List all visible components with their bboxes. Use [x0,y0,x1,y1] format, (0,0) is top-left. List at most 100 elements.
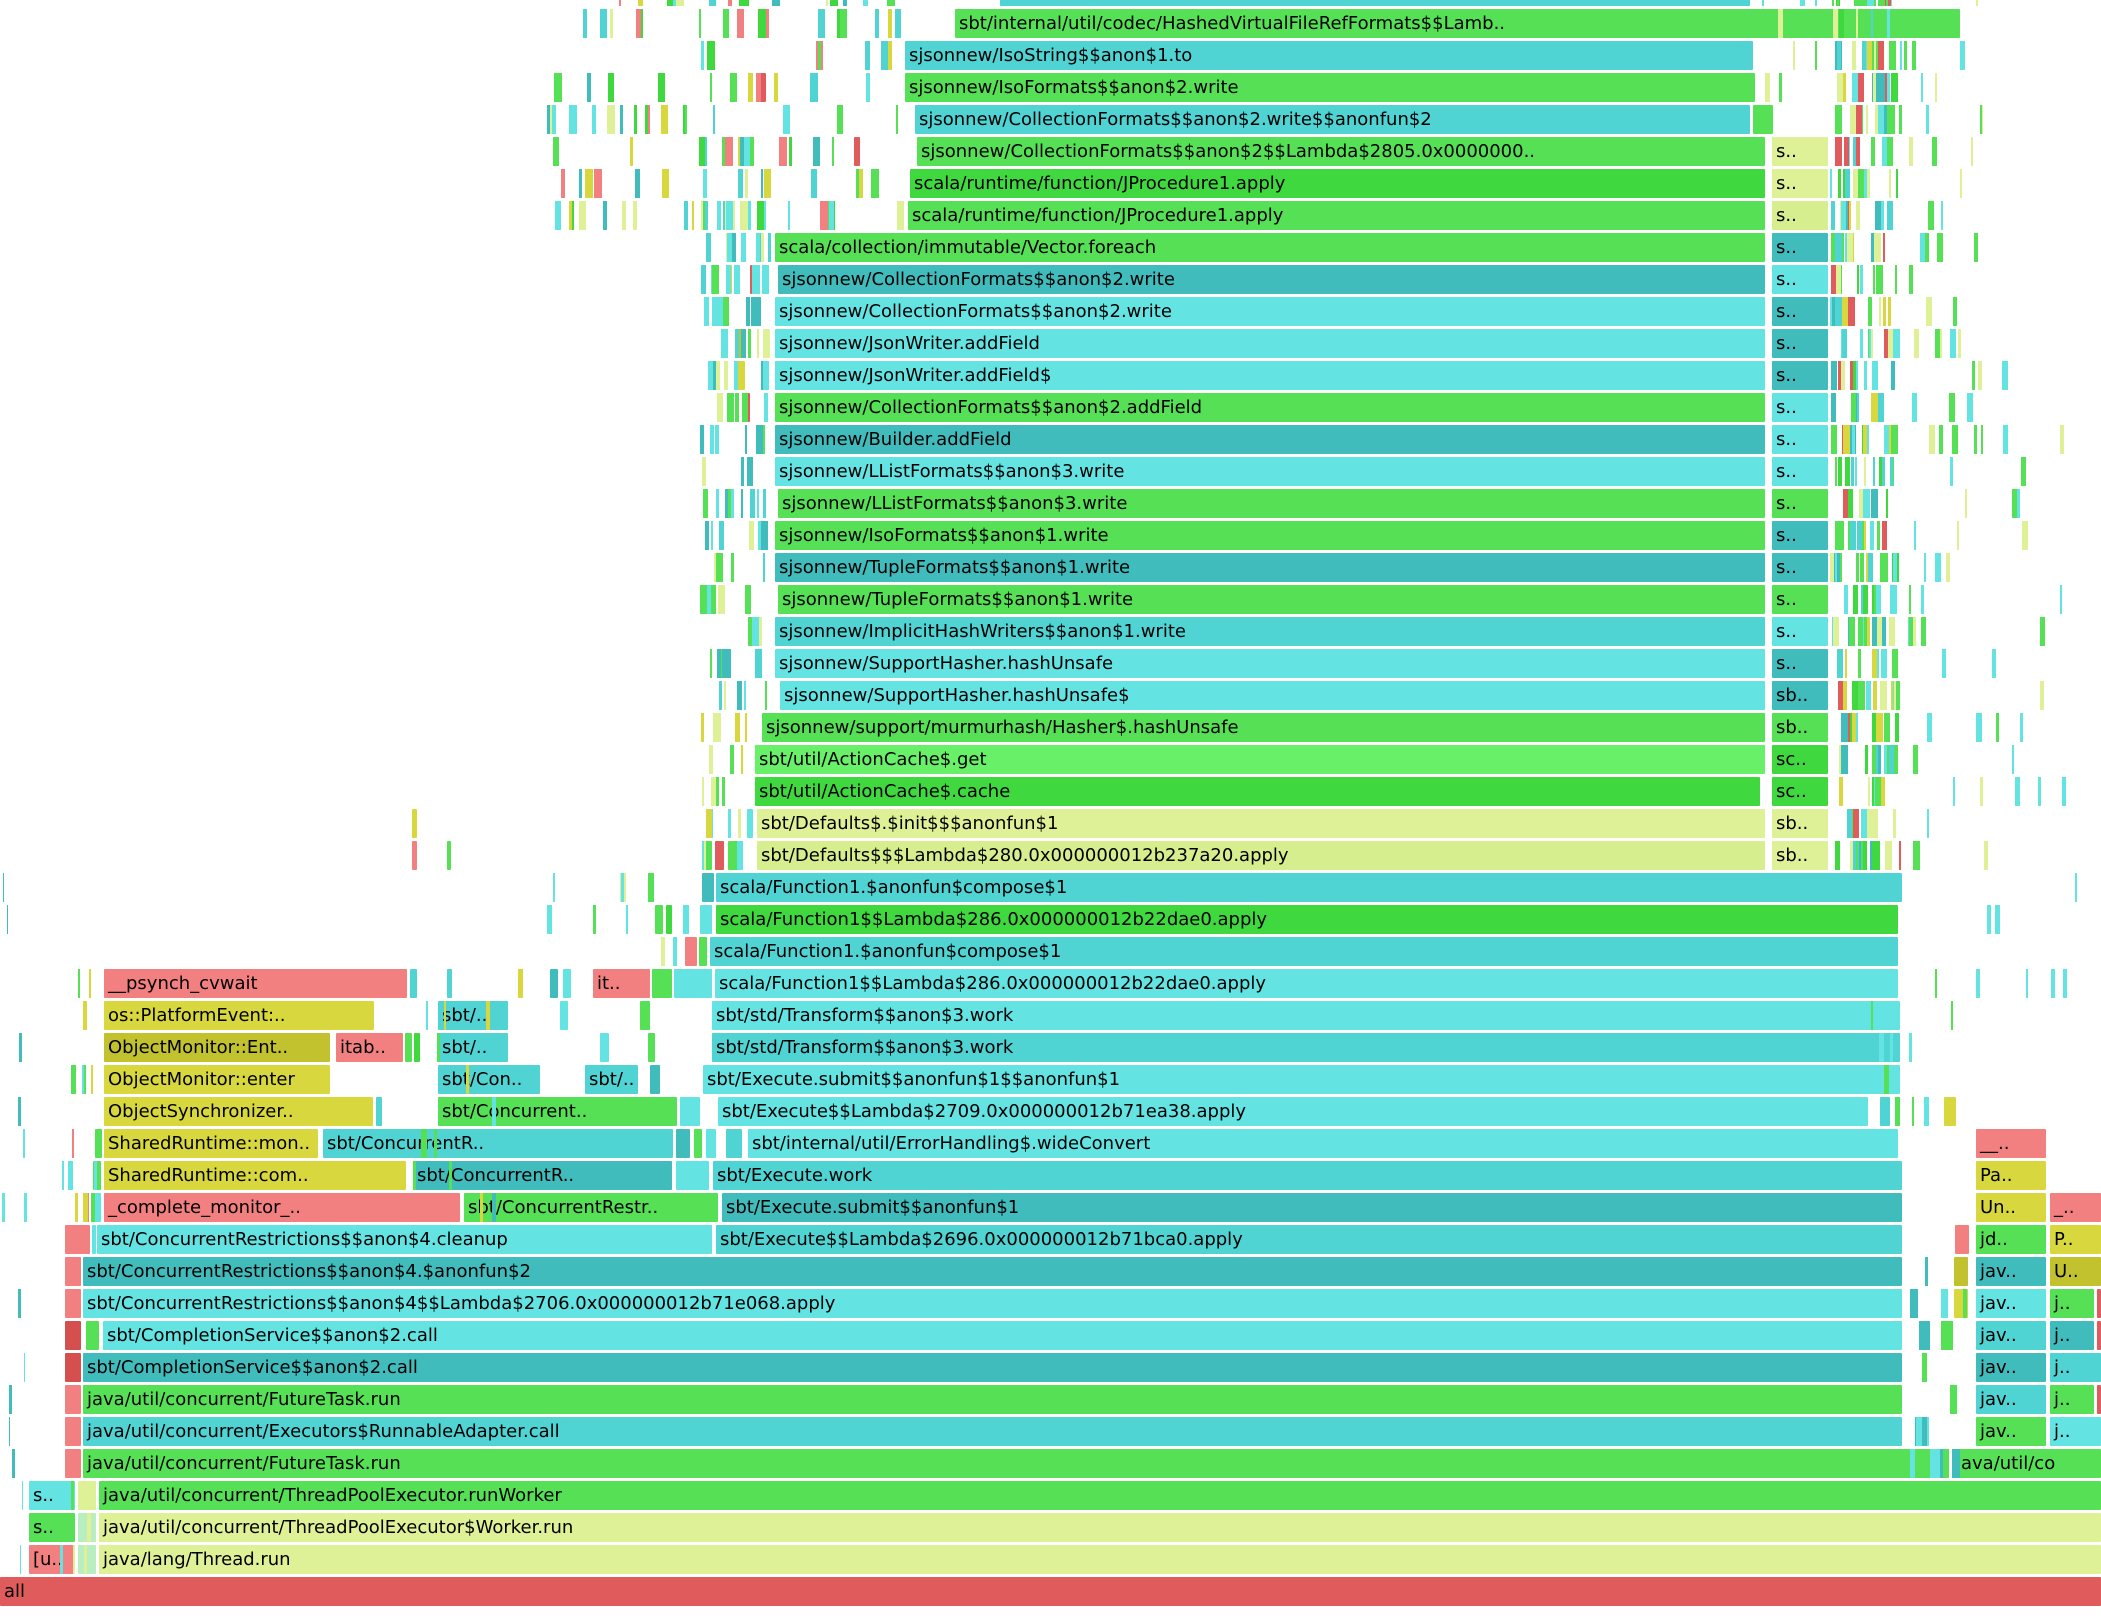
flame-frame[interactable]: s.. [1772,649,1828,678]
flame-frame[interactable]: os::PlatformEvent:.. [104,1001,374,1030]
flame-frame-sliver[interactable] [600,1033,609,1062]
flame-frame[interactable]: sjsonnew/ImplicitHashWriters$$anon$1.wri… [775,617,1765,646]
flame-frame[interactable]: jav.. [1976,1321,2046,1350]
flame-frame[interactable]: j.. [2050,1321,2094,1350]
flame-frame[interactable]: ObjectMonitor::enter [104,1065,330,1094]
flame-frame[interactable]: sbt/Defaults$.$init$$$anonfun$1 [757,809,1765,838]
flame-frame[interactable]: sbt/std/Transform$$anon$3.work [712,1001,1900,1030]
flame-frame[interactable]: _complete_monitor_.. [104,1193,460,1222]
flame-frame[interactable]: sbt/std/Transform$$anon$3.work [712,1033,1900,1062]
flame-frame[interactable]: jav.. [1976,1353,2046,1382]
flame-frame[interactable]: s.. [1772,393,1828,422]
flame-frame[interactable]: sbt/Execute$$Lambda$2696.0x000000012b71b… [716,1225,1902,1254]
flame-frame[interactable]: sjsonnew/IsoString$$anon$1.to [905,41,1753,70]
flame-frame[interactable]: s.. [1772,457,1828,486]
flame-frame[interactable]: sbt/.. [438,1001,508,1030]
flame-frame[interactable]: _.. [2050,1193,2101,1222]
flame-frame[interactable]: sbt/Con.. [438,1065,540,1094]
flame-frame-sliver[interactable] [2097,1385,2101,1414]
flame-frame[interactable]: jav.. [1976,1417,2046,1446]
flame-frame-sliver[interactable] [674,969,712,998]
flame-frame[interactable]: sbt/util/ActionCache$.get [755,745,1765,774]
flame-frame-sliver[interactable] [640,1001,650,1030]
flame-frame-sliver[interactable] [652,969,672,998]
flame-frame-sliver[interactable] [737,361,745,390]
flame-frame[interactable]: sjsonnew/SupportHasher.hashUnsafe [775,649,1765,678]
flame-frame-sliver[interactable] [376,1097,382,1126]
flame-frame[interactable]: scala/Function1.$anonfun$compose$1 [710,937,1898,966]
flame-frame-sliver[interactable] [447,969,452,998]
flame-frame-sliver[interactable] [93,1193,101,1222]
flame-frame[interactable]: sjsonnew/IsoFormats$$anon$1.write [775,521,1765,550]
flame-frame[interactable]: s.. [1772,329,1828,358]
flame-frame[interactable]: sbt/ConcurrentR.. [323,1129,673,1158]
flame-frame[interactable]: sbt/Execute.work [713,1161,1902,1190]
flame-frame-sliver[interactable] [78,1545,96,1574]
flame-frame-sliver[interactable] [700,905,712,934]
flame-frame-sliver[interactable] [65,1321,81,1350]
flame-frame[interactable]: sjsonnew/support/murmurhash/Hasher$.hash… [762,713,1765,742]
flame-frame[interactable]: [u.. [29,1545,75,1574]
flame-frame[interactable]: all [0,1577,2101,1606]
flame-frame[interactable]: sbt/Execute$$Lambda$2709.0x000000012b71e… [718,1097,1868,1126]
flame-frame[interactable]: sjsonnew/TupleFormats$$anon$1.write [775,553,1765,582]
flame-frame[interactable]: sjsonnew/CollectionFormats$$anon$2.write [778,265,1765,294]
flame-frame-sliver[interactable] [65,1257,81,1286]
flame-frame-sliver[interactable] [1954,1257,1968,1286]
flame-frame[interactable]: sbt/ConcurrentRestrictions$$anon$4$$Lamb… [83,1289,1902,1318]
flame-frame[interactable]: sbt/ConcurrentR.. [413,1161,672,1190]
flame-frame-sliver[interactable] [1753,105,1773,134]
flame-frame[interactable]: sjsonnew/LListFormats$$anon$3.write [778,489,1765,518]
flame-frame[interactable]: scala/collection/immutable/Vector.foreac… [775,233,1765,262]
flame-frame[interactable]: j.. [2050,1289,2094,1318]
flame-frame[interactable]: s.. [1772,553,1828,582]
flame-frame[interactable]: java/util/concurrent/Executors$RunnableA… [83,1417,1902,1446]
flame-frame[interactable]: sjsonnew/CollectionFormats$$anon$2$$Lamb… [917,137,1765,166]
flame-frame[interactable]: ObjectMonitor::Ent.. [104,1033,330,1062]
flame-frame[interactable]: sjsonnew/LListFormats$$anon$3.write [775,457,1765,486]
flame-frame-sliver[interactable] [92,1225,96,1254]
flame-frame-sliver[interactable] [2097,1321,2101,1350]
flame-frame[interactable]: sjsonnew/CollectionFormats$$anon$2.addFi… [775,393,1765,422]
flame-frame[interactable]: jav.. [1976,1257,2046,1286]
flame-frame[interactable]: sbt/.. [585,1065,638,1094]
flame-frame[interactable]: P.. [2050,1225,2101,1254]
flame-frame-sliver[interactable] [414,1033,420,1062]
flame-frame-sliver[interactable] [65,1289,81,1318]
flame-frame[interactable]: java/lang/Thread.run [99,1545,2101,1574]
flame-frame[interactable]: s.. [1772,521,1828,550]
flame-frame[interactable]: j.. [2050,1417,2101,1446]
flame-frame-sliver[interactable] [78,1481,96,1510]
flame-frame[interactable]: sjsonnew/TupleFormats$$anon$1.write [778,585,1765,614]
flame-frame-sliver[interactable] [650,1065,660,1094]
flame-frame[interactable]: jd.. [1976,1225,2046,1254]
flame-frame-sliver[interactable] [2097,1289,2101,1318]
flame-frame[interactable]: scala/Function1.$anonfun$compose$1 [716,873,1902,902]
flame-frame[interactable]: java/util/co [1952,1449,2101,1478]
flame-frame-sliver[interactable] [715,841,724,870]
flame-frame[interactable]: sb.. [1772,841,1828,870]
flame-frame[interactable]: sbt/internal/util/codec/HashedVirtualFil… [955,9,1960,38]
flame-frame-sliver[interactable] [93,1161,101,1190]
flame-frame-sliver[interactable] [86,1321,99,1350]
flame-frame[interactable]: sbt/Concurrent.. [438,1097,677,1126]
flame-frame[interactable]: java/util/concurrent/ThreadPoolExecutor.… [99,1481,2101,1510]
flame-frame[interactable]: __psynch_cvwait [104,969,407,998]
flame-frame[interactable]: s.. [29,1513,75,1542]
flame-frame-sliver[interactable] [447,841,451,870]
flame-frame[interactable]: j.. [2050,1353,2101,1382]
flame-frame-sliver[interactable] [95,1129,102,1158]
flame-frame-sliver[interactable] [702,873,714,902]
flame-frame[interactable]: sb.. [1772,809,1828,838]
flame-frame[interactable]: sjsonnew/SupportHasher.hashUnsafe$ [780,681,1765,710]
flame-frame-sliver[interactable] [550,969,558,998]
flame-frame[interactable]: sjsonnew/CollectionFormats$$anon$2.write… [915,105,1750,134]
flame-frame-sliver[interactable] [706,1129,716,1158]
flame-frame[interactable]: s.. [1772,297,1828,326]
flame-frame-sliver[interactable] [65,1417,81,1446]
flame-frame-sliver[interactable] [699,937,707,966]
flame-frame[interactable]: s.. [1772,489,1828,518]
flame-frame-sliver[interactable] [676,1161,709,1190]
flame-frame-sliver[interactable] [65,1353,81,1382]
flame-frame[interactable]: Pa.. [1976,1161,2046,1190]
